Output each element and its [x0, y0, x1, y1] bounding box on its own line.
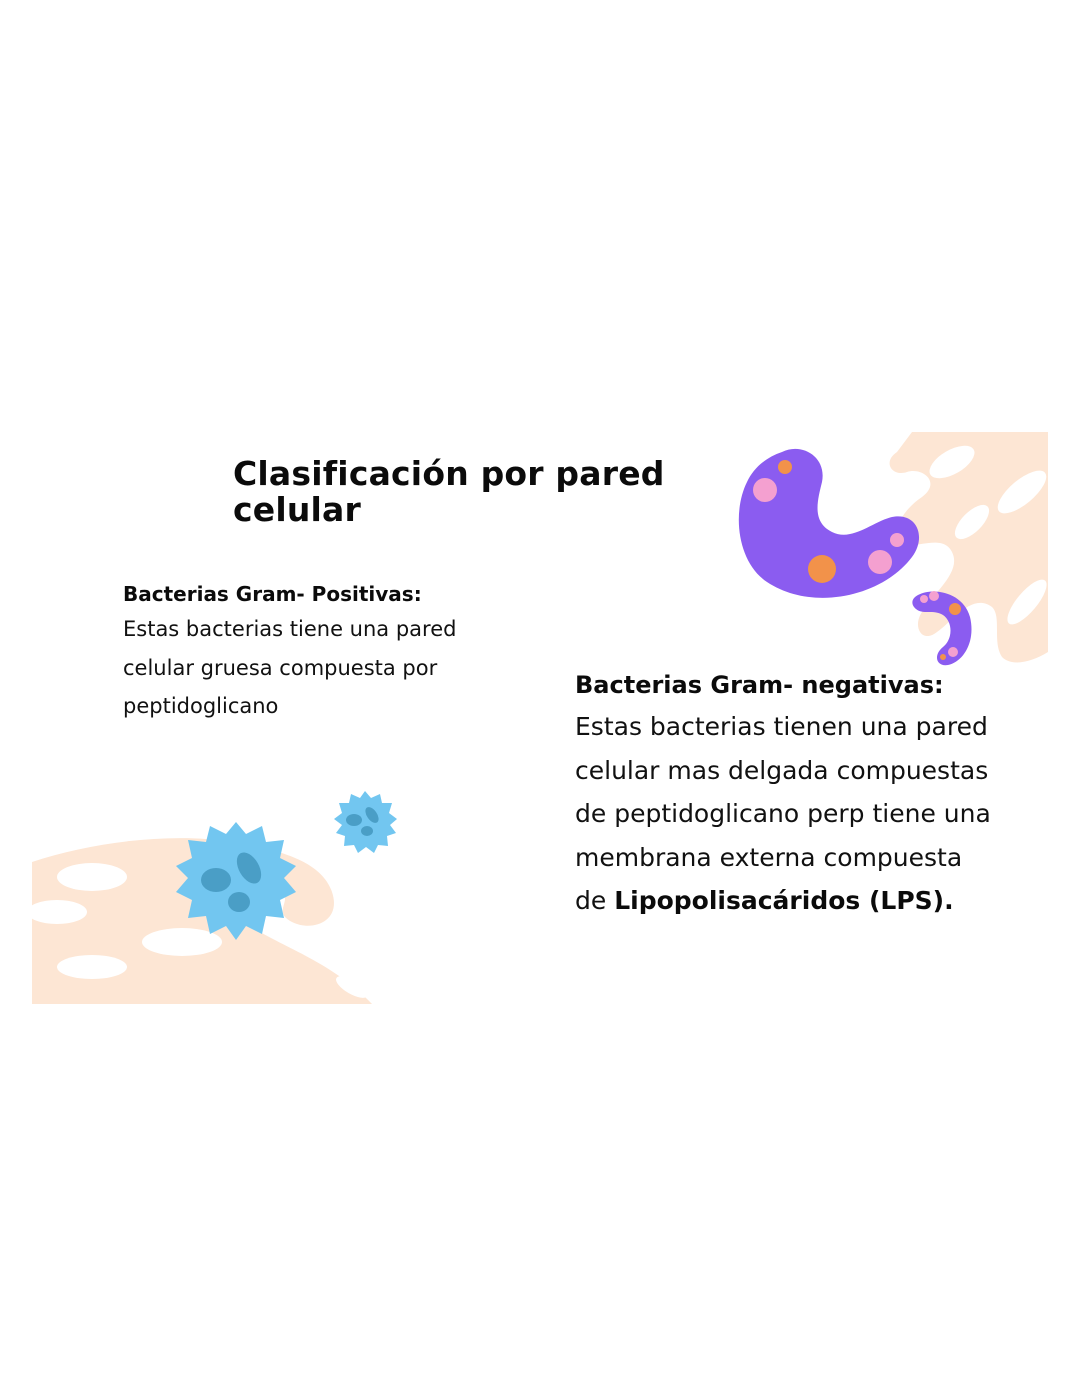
gram-positive-section: Bacterias Gram- Positivas: Estas bacteri… [123, 578, 493, 726]
peach-blob-decoration-bottom-left [32, 838, 372, 1004]
gram-positive-heading: Bacterias Gram- Positivas: [123, 582, 422, 606]
gram-negative-body: Estas bacterias tienen una pared celular… [575, 705, 995, 923]
slide: Clasificación por pared celular Bacteria… [32, 432, 1048, 1004]
gram-negative-section: Bacterias Gram- negativas: Estas bacteri… [575, 665, 995, 923]
purple-bacillus-large-icon [738, 448, 920, 598]
blue-coccus-large-icon [176, 822, 296, 940]
lps-emphasis: Lipopolisacáridos (LPS). [614, 886, 954, 915]
gram-positive-body: Estas bacterias tiene una pared celular … [123, 617, 457, 718]
gram-negative-body-text: Estas bacterias tienen una pared celular… [575, 712, 991, 915]
slide-title: Clasificación por pared celular [233, 454, 665, 529]
blue-coccus-small-icon [334, 791, 397, 853]
purple-bacillus-small-icon [912, 591, 972, 666]
gram-negative-heading: Bacterias Gram- negativas: [575, 671, 944, 699]
